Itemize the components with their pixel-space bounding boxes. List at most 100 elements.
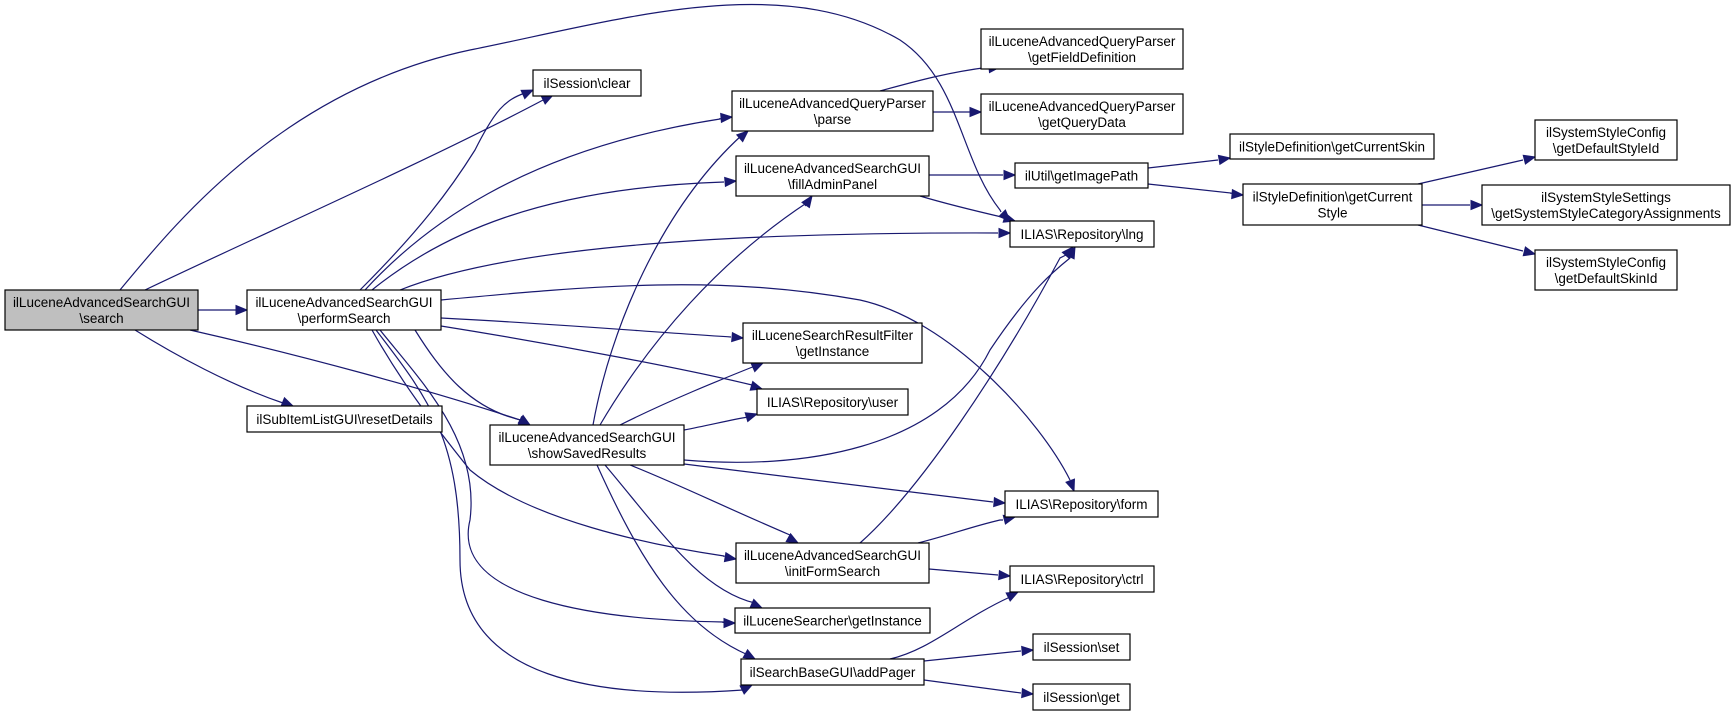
edge-line <box>440 325 753 386</box>
edge-line <box>889 596 1011 660</box>
edge-performSearch-to-parse <box>364 112 734 291</box>
node-categoryAssignments[interactable]: ilSystemStyleSettings\getSystemStyleCate… <box>1481 184 1731 226</box>
edge-line <box>440 317 732 338</box>
node-label: ilSystemStyleConfig <box>1546 255 1666 270</box>
edge-line <box>359 92 526 291</box>
edge-fillAdminPanel-to-lng <box>919 195 1017 223</box>
edges-layer <box>119 3 1537 699</box>
node-label: ilUtil\getImagePath <box>1025 169 1138 184</box>
edge-line <box>859 254 1067 544</box>
node-parse[interactable]: ilLuceneAdvancedQueryParser\parse <box>731 90 934 132</box>
arrowhead-icon <box>750 362 765 373</box>
arrowhead-icon <box>998 569 1012 581</box>
node-label: ILIAS\Repository\ctrl <box>1020 572 1143 587</box>
node-box <box>740 658 925 686</box>
edge-performSearch-to-form <box>440 284 1075 493</box>
node-form[interactable]: ILIAS\Repository\form <box>1004 490 1159 518</box>
node-box <box>1032 683 1131 711</box>
node-fillAdminPanel[interactable]: ilLuceneAdvancedSearchGUI\fillAdminPanel <box>735 155 930 197</box>
node-box <box>1534 119 1678 161</box>
arrowhead-icon <box>969 106 983 118</box>
edge-initFormSearch-to-lng <box>859 246 1074 544</box>
edge-showSavedResults-to-filterInstance <box>619 362 765 426</box>
node-label: ilLuceneAdvancedQueryParser <box>989 34 1176 49</box>
node-resetDetails[interactable]: ilSubItemListGUI\resetDetails <box>246 405 443 433</box>
arrowhead-icon <box>517 414 532 426</box>
edge-line <box>375 329 744 693</box>
edge-line <box>119 3 1002 291</box>
edge-line <box>364 118 721 291</box>
node-box <box>489 424 685 466</box>
node-label: Style <box>1317 206 1347 221</box>
arrowhead-icon <box>520 89 535 100</box>
edge-performSearch-to-sessionClear <box>359 89 535 291</box>
edge-getCurrentStyle-to-defaultSkinId <box>1417 224 1537 257</box>
node-lng[interactable]: ILIAS\Repository\lng <box>1009 220 1155 248</box>
edge-showSavedResults-to-addPager <box>596 464 757 660</box>
node-box <box>734 607 931 634</box>
node-label: ilStyleDefinition\getCurrentSkin <box>1239 140 1425 155</box>
node-label: \getFieldDefinition <box>1028 50 1136 65</box>
edge-line <box>379 329 724 623</box>
arrowhead-icon <box>720 112 734 124</box>
edge-line <box>919 195 1007 219</box>
arrowhead-icon <box>1522 154 1537 165</box>
edge-line <box>604 464 757 605</box>
node-searcherInstance[interactable]: ilLuceneSearcher\getInstance <box>734 607 931 634</box>
edge-line <box>1417 224 1524 252</box>
node-filterInstance[interactable]: ilLuceneSearchResultFilter\getInstance <box>742 322 923 364</box>
edge-getCurrentStyle-to-defaultStyleId <box>1417 154 1537 185</box>
edge-getCurrentStyle-to-categoryAssignments <box>1422 199 1484 211</box>
arrowhead-icon <box>1002 212 1017 223</box>
arrowhead-icon <box>993 496 1007 508</box>
edge-line <box>371 181 725 291</box>
node-user[interactable]: ILIAS\Repository\user <box>756 388 909 416</box>
arrowhead-icon <box>742 648 757 660</box>
edge-line <box>599 201 809 426</box>
node-defaultSkinId[interactable]: ilSystemStyleConfig\getDefaultSkinId <box>1534 249 1678 291</box>
node-sessionSet[interactable]: ilSession\set <box>1032 633 1131 661</box>
node-label: ilLuceneAdvancedQueryParser <box>739 96 926 111</box>
edge-line <box>414 329 526 422</box>
node-defaultStyleId[interactable]: ilSystemStyleConfig\getDefaultStyleId <box>1534 119 1678 161</box>
edge-addPager-to-sessionSet <box>923 645 1035 662</box>
edge-getImagePath-to-getCurrentSkin <box>1147 154 1232 169</box>
edge-line <box>399 232 999 291</box>
node-box <box>1009 565 1155 593</box>
node-search[interactable]: ilLuceneAdvancedSearchGUI\search <box>4 289 199 331</box>
node-getQueryData[interactable]: ilLuceneAdvancedQueryParser\getQueryData <box>980 93 1184 135</box>
arrowhead-icon <box>785 532 800 544</box>
node-label: ilLuceneAdvancedQueryParser <box>989 99 1176 114</box>
node-label: ilStyleDefinition\getCurrent <box>1253 190 1413 205</box>
node-box <box>1534 249 1678 291</box>
edge-line <box>596 464 749 656</box>
node-initFormSearch[interactable]: ilLuceneAdvancedSearchGUI\initFormSearch <box>735 542 930 584</box>
node-label: ilSubItemListGUI\resetDetails <box>256 412 433 427</box>
arrowhead-icon <box>1231 188 1245 200</box>
node-performSearch[interactable]: ilLuceneAdvancedSearchGUI\performSearch <box>246 289 442 331</box>
node-box <box>1014 162 1149 189</box>
edge-line <box>683 416 749 431</box>
node-label: ilSession\get <box>1043 690 1120 705</box>
node-box <box>1009 220 1155 248</box>
edge-performSearch-to-searcherInstance <box>379 329 737 629</box>
node-sessionGet[interactable]: ilSession\get <box>1032 683 1131 711</box>
node-box <box>532 69 642 97</box>
edge-line <box>1417 159 1524 185</box>
node-box <box>1242 183 1423 226</box>
node-ctrl[interactable]: ILIAS\Repository\ctrl <box>1009 565 1155 593</box>
edge-parse-to-getQueryData <box>933 106 983 118</box>
node-addPager[interactable]: ilSearchBaseGUI\addPager <box>740 658 925 686</box>
node-showSavedResults[interactable]: ilLuceneAdvancedSearchGUI\showSavedResul… <box>489 424 685 466</box>
node-sessionClear[interactable]: ilSession\clear <box>532 69 642 97</box>
edge-showSavedResults-to-searcherInstance <box>604 464 764 609</box>
node-box <box>742 322 923 364</box>
edge-line <box>923 650 1022 662</box>
node-getCurrentSkin[interactable]: ilStyleDefinition\getCurrentSkin <box>1229 133 1435 160</box>
node-getFieldDefinition[interactable]: ilLuceneAdvancedQueryParser\getFieldDefi… <box>980 28 1184 70</box>
edge-search-to-lng <box>119 3 1011 291</box>
node-getImagePath[interactable]: ilUtil\getImagePath <box>1014 162 1149 189</box>
edge-search-to-sessionClear <box>144 94 555 291</box>
